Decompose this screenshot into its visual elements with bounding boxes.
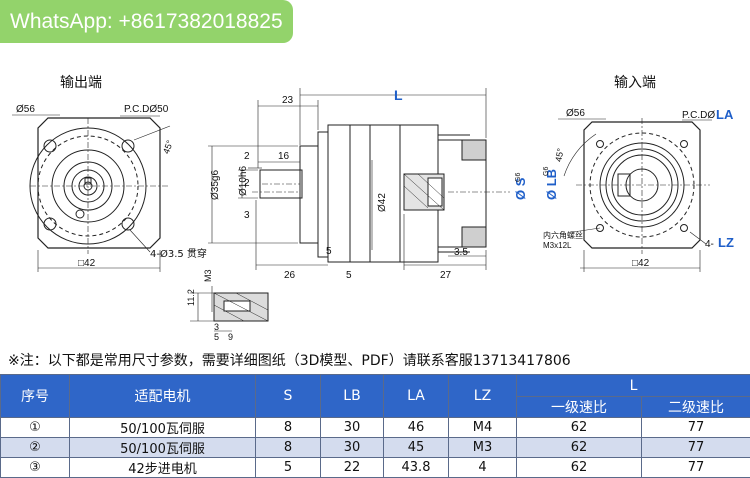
dim-16: 16 [278,151,290,162]
cell-motor: 50/100瓦伺服 [70,418,256,438]
dim-5-a: 5 [346,270,352,281]
header-s: S [256,375,321,418]
cell-no: ③ [1,458,70,478]
dim-2-mid: 2 [244,178,250,189]
header-motor: 适配电机 [70,375,256,418]
dim-3-detail: 3 [214,322,219,332]
dim-11-2: 11.2 [186,289,196,306]
header-lb: LB [321,375,384,418]
header-la: LA [384,375,449,418]
table-row: ② 50/100瓦伺服 8 30 45 M3 62 77 [1,438,750,458]
dim-5-b: 5 [326,246,332,257]
table-row: ③ 42步进电机 5 22 43.8 4 62 77 [1,458,750,478]
header-stage1: 一级速比 [517,397,642,418]
header-lz: LZ [449,375,517,418]
dim-LB-g6: G6 [543,167,550,176]
cell-l1: 62 [517,458,642,478]
dim-9-detail: 9 [228,332,233,340]
dim-dia56-right: Ø56 [566,108,585,119]
cell-motor: 50/100瓦伺服 [70,438,256,458]
dim-45-right: 45° [553,147,565,163]
hex-bolt-label-2: M3x12L [543,241,572,250]
cell-motor: 42步进电机 [70,458,256,478]
dim-L-main: L [394,87,403,103]
cell-s: 8 [256,438,321,458]
header-stage2: 二级速比 [642,397,750,418]
cell-lz: M3 [449,438,517,458]
dim-sq42-right: □42 [632,258,650,269]
cell-s: 5 [256,458,321,478]
dim-LZ: LZ [718,235,734,250]
note-text: ※注：以下都是常用尺寸参数，需要详细图纸（3D模型、PDF）请联系客服13713… [8,350,748,372]
cell-l2: 77 [642,418,750,438]
gearbox-technical-drawing: 输出端 输入端 Ø56 P.C.DØ50 45° □42 4-Ø3.5 贯穿 L… [0,0,750,340]
dim-S-g6: G6 [515,173,522,182]
cell-no: ② [1,438,70,458]
cell-lb: 22 [321,458,384,478]
cell-l2: 77 [642,438,750,458]
cell-lb: 30 [321,438,384,458]
dim-dia42-mid: Ø42 [377,193,388,212]
dim-23: 23 [282,95,294,106]
dim-2-top: 2 [244,151,250,162]
side-section-view [208,88,510,270]
output-end-label: 输出端 [60,75,102,91]
cell-s: 8 [256,418,321,438]
header-no: 序号 [1,375,70,418]
dim-m3: M3 [203,269,213,282]
cell-l1: 62 [517,438,642,458]
dim-5-detail: 5 [214,332,219,340]
cell-l2: 77 [642,458,750,478]
input-end-label: 输入端 [614,75,656,91]
cell-la: 46 [384,418,449,438]
output-end-view [12,115,170,272]
dim-pcd50: P.C.DØ50 [124,104,169,115]
dim-3-left: 3 [244,210,250,221]
dim-LA: LA [716,107,734,122]
cell-la: 45 [384,438,449,458]
dim-pcd-la: P.C.DØ [682,110,715,121]
dim-dia56-left: Ø56 [16,104,35,115]
cell-l1: 62 [517,418,642,438]
cell-lz: 4 [449,458,517,478]
spec-table: 序号 适配电机 S LB LA LZ L 一级速比 二级速比 ① 50/100瓦… [0,374,750,478]
input-end-view [558,118,712,272]
dim-27: 27 [440,270,452,281]
table-row: ① 50/100瓦伺服 8 30 46 M4 62 77 [1,418,750,438]
dim-45-left: 45° [161,139,175,156]
cell-la: 43.8 [384,458,449,478]
cell-lb: 30 [321,418,384,438]
cell-no: ① [1,418,70,438]
dim-26: 26 [284,270,296,281]
dim-3-5: 3.5 [454,247,468,258]
dim-sq42-left: □42 [78,258,96,269]
dim-holes: 4-Ø3.5 贯穿 [150,247,207,260]
header-l: L [517,375,750,397]
dim-35g6: Ø35g6 [210,170,221,200]
dim-lz-prefix: 4- [705,239,714,250]
hex-bolt-label-1: 内六角螺丝 [543,230,583,240]
cell-lz: M4 [449,418,517,438]
